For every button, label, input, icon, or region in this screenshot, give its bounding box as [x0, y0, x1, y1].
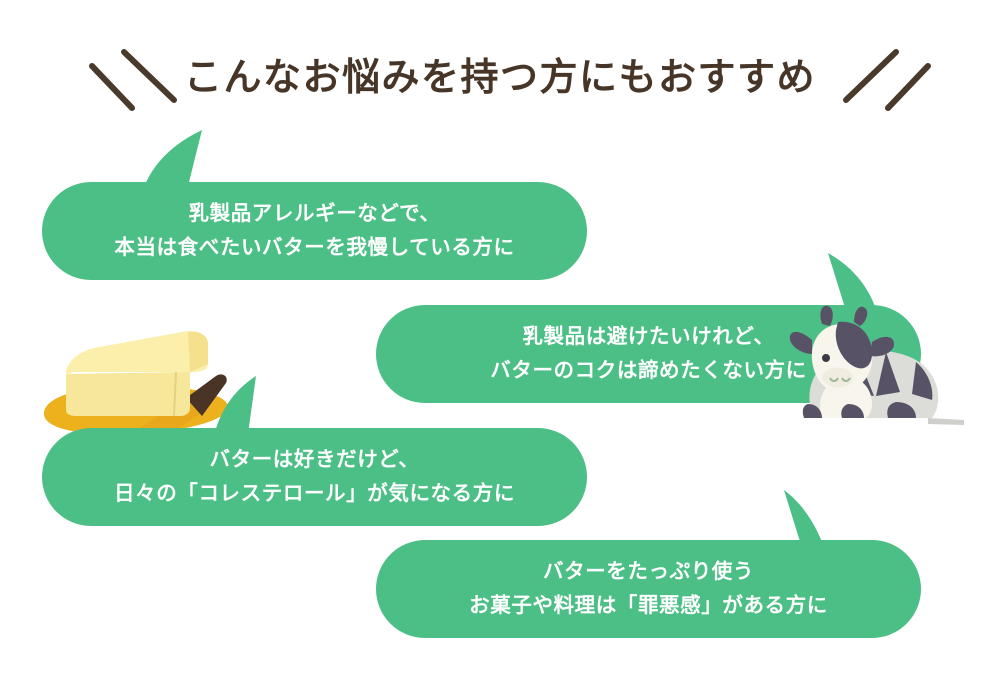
speech-bubble-1: 乳製品アレルギーなどで、 本当は食べたいバターを我慢している方に — [42, 182, 587, 280]
cow-illustration — [789, 305, 964, 425]
butter-illustration — [44, 331, 229, 453]
title-row: こんなお悩みを持つ方にもおすすめ — [0, 48, 1000, 114]
slash-decoration-right-icon — [843, 49, 931, 111]
bubble-2-line-1: 乳製品は避けたいけれど、 — [522, 325, 775, 348]
bubble-3-line-1: バターは好きだけど、 — [209, 448, 420, 471]
page-title: こんなお悩みを持つ方にもおすすめ — [183, 57, 816, 99]
bubble-4-line-1: バターをたっぷり使う — [543, 560, 754, 583]
speech-bubble-3: バターは好きだけど、 日々の「コレステロール」が気になる方に — [42, 428, 587, 526]
slash-decoration-left-icon — [89, 49, 177, 111]
bubble-1-line-2: 本当は食べたいバターを我慢している方に — [114, 236, 515, 259]
bubble-1-line-1: 乳製品アレルギーなどで、 — [188, 202, 441, 225]
bubble-2-line-2: バターのコクは諦めたくない方に — [490, 359, 807, 382]
bubble-3-line-2: 日々の「コレステロール」が気になる方に — [114, 482, 515, 505]
speech-bubble-4: バターをたっぷり使う お菓子や料理は「罪悪感」がある方に — [376, 540, 921, 638]
bubble-4-line-2: お菓子や料理は「罪悪感」がある方に — [469, 594, 828, 617]
